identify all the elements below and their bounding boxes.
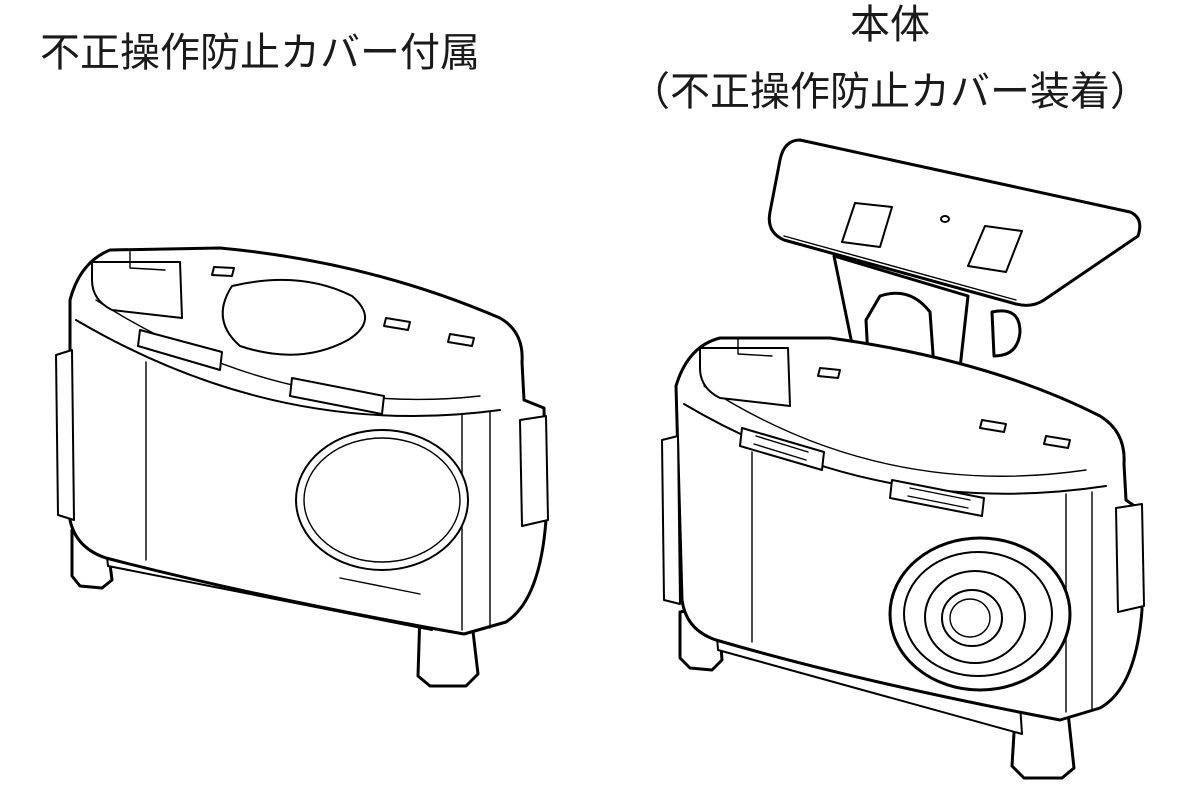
mount-plate xyxy=(767,138,1142,307)
cover-slot-left xyxy=(137,329,223,371)
main-unit-illustration xyxy=(661,138,1145,780)
cover-top-edge xyxy=(75,319,501,417)
cover-top-clip xyxy=(91,261,183,319)
mount-side-knob xyxy=(990,309,1022,358)
caption-main-unit: 本体 xyxy=(850,2,930,48)
caption-cover-attached: （不正操作防止カバー装着） xyxy=(630,69,1150,115)
mount-slot-1 xyxy=(841,202,893,248)
caption-cover-included: 不正操作防止カバー付属 xyxy=(40,30,480,76)
mount-slot-2 xyxy=(967,225,1023,273)
cover-lens-window xyxy=(295,429,469,571)
cover-side-hook-right xyxy=(519,415,549,527)
lens-glass xyxy=(941,589,1003,647)
cover-side-hook-left xyxy=(55,349,75,521)
anti-tamper-cover-illustration xyxy=(55,246,549,688)
lens-ring xyxy=(924,570,1026,664)
lens-housing xyxy=(888,536,1072,692)
cover-top-window xyxy=(221,278,367,356)
cover-slot-right xyxy=(289,377,385,415)
